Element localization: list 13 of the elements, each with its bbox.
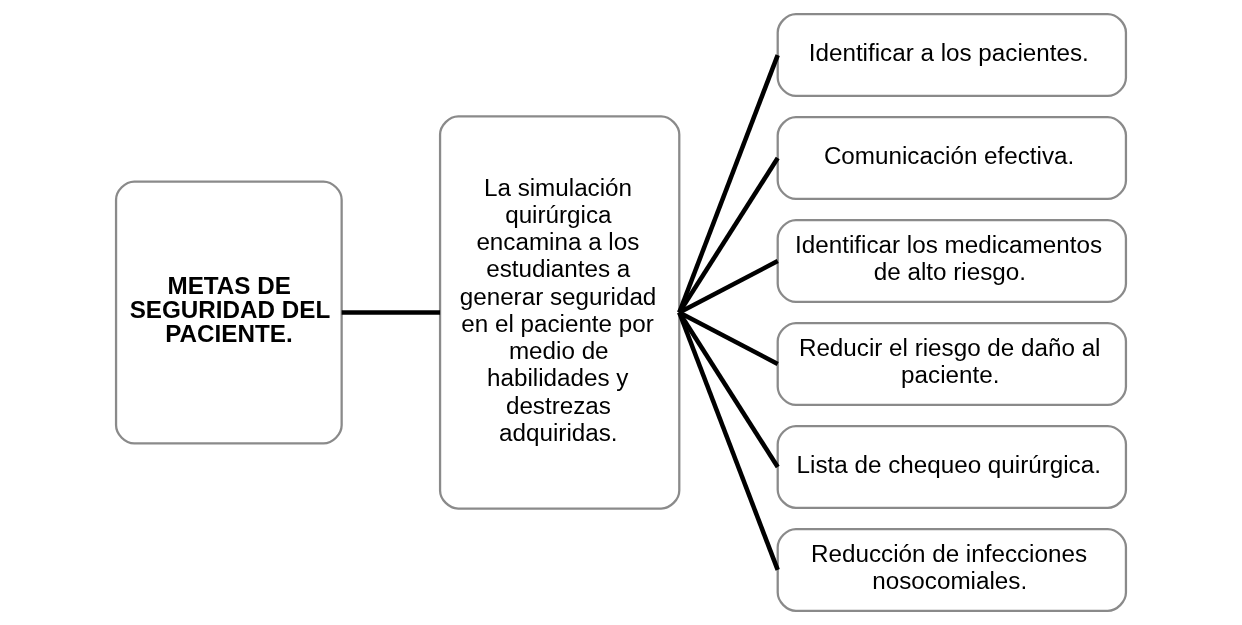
node-box: Reducción de infecciones nosocomiales. bbox=[776, 527, 1128, 612]
node-box: La simulación quirúrgica encamina a los estudiantes a generar seguridad en el paciente por medio de habilidades y destrezas adquiridas. bbox=[438, 115, 681, 510]
connector bbox=[677, 311, 780, 571]
connector bbox=[677, 54, 780, 314]
node-box: Identificar los medicamentos de alto riesgo. bbox=[776, 219, 1128, 304]
connector bbox=[677, 311, 780, 469]
node-box: Lista de chequeo quirúrgica. bbox=[776, 424, 1128, 509]
node-box: Identificar a los pacientes. bbox=[776, 13, 1128, 98]
connector bbox=[341, 310, 441, 315]
node-box: Reducir el riesgo de daño al paciente. bbox=[776, 321, 1128, 406]
node-box: Comunicación efectiva. bbox=[776, 116, 1128, 201]
connector bbox=[677, 156, 780, 314]
node-box: METAS DE SEGURIDAD DEL PACIENTE. bbox=[114, 180, 343, 445]
